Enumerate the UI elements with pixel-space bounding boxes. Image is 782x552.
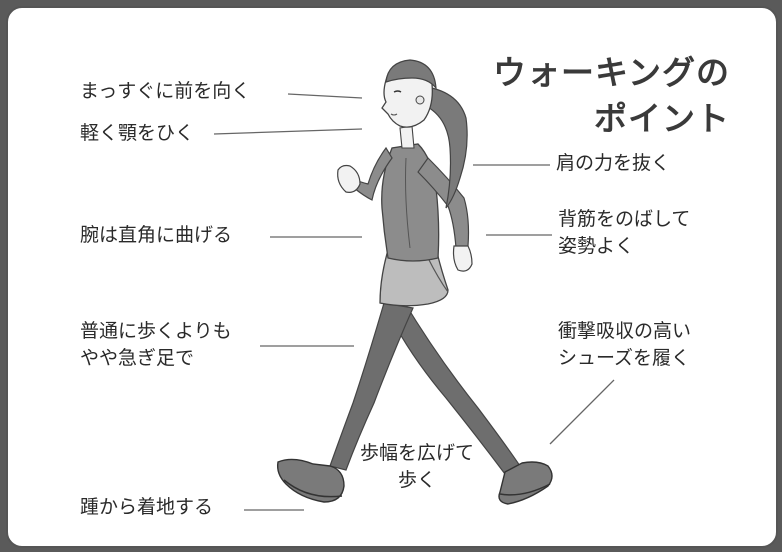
label-heel: 踵から着地する xyxy=(80,496,214,518)
trailing-hand xyxy=(452,245,473,272)
trailing-shoe xyxy=(498,461,553,505)
walking-woman-illustration xyxy=(213,59,615,511)
label-arms: 腕は直角に曲げる xyxy=(80,224,233,246)
leader-line-shoes xyxy=(549,379,615,445)
leading-leg xyxy=(329,302,414,471)
label-chin: 軽く顎をひく xyxy=(80,122,195,144)
leader-line-chin xyxy=(213,128,363,135)
mouth xyxy=(390,113,398,116)
eye xyxy=(393,90,402,93)
trailing-shoe-sole xyxy=(499,483,551,496)
hair xyxy=(385,59,437,90)
neck xyxy=(399,125,415,149)
label-stride-line-2: 歩く xyxy=(398,469,437,491)
label-posture-line-2: 姿勢よく xyxy=(558,235,635,257)
ponytail xyxy=(419,85,468,209)
title-line-2: ポイント xyxy=(594,99,730,138)
label-posture-line-1: 背筋をのばして xyxy=(558,208,691,230)
label-posture: 背筋をのばして 姿勢よく xyxy=(558,206,690,260)
label-pace-line-2: やや急ぎ足で xyxy=(80,347,195,369)
ear xyxy=(415,95,425,105)
infographic-frame: ウォーキングの ポイント まっすぐに前を向く 軽く顎をひく 肩の力を抜く 背筋を… xyxy=(6,6,778,548)
label-pace: 普通に歩くよりも やや急ぎ足で xyxy=(80,318,232,372)
title-line-1: ウォーキングの xyxy=(492,53,730,92)
leader-line-face xyxy=(287,93,363,99)
leading-shoe-sole xyxy=(283,479,343,498)
label-shoes-line-1: 衝撃吸収の高い xyxy=(558,320,692,342)
label-face-forward: まっすぐに前を向く xyxy=(80,80,251,102)
label-stride: 歩幅を広げて 歩く xyxy=(360,440,474,494)
shorts xyxy=(379,247,449,307)
label-stride-line-1: 歩幅を広げて xyxy=(360,442,475,464)
label-shoulders: 肩の力を抜く xyxy=(556,152,671,174)
label-shoes-line-2: シューズを履く xyxy=(558,347,691,369)
page-title: ウォーキングの ポイント xyxy=(493,50,730,142)
label-pace-line-1: 普通に歩くよりも xyxy=(80,320,232,342)
leading-hand xyxy=(337,164,361,193)
leader-lines xyxy=(213,93,615,511)
label-shoes: 衝撃吸収の高い シューズを履く xyxy=(558,318,691,372)
